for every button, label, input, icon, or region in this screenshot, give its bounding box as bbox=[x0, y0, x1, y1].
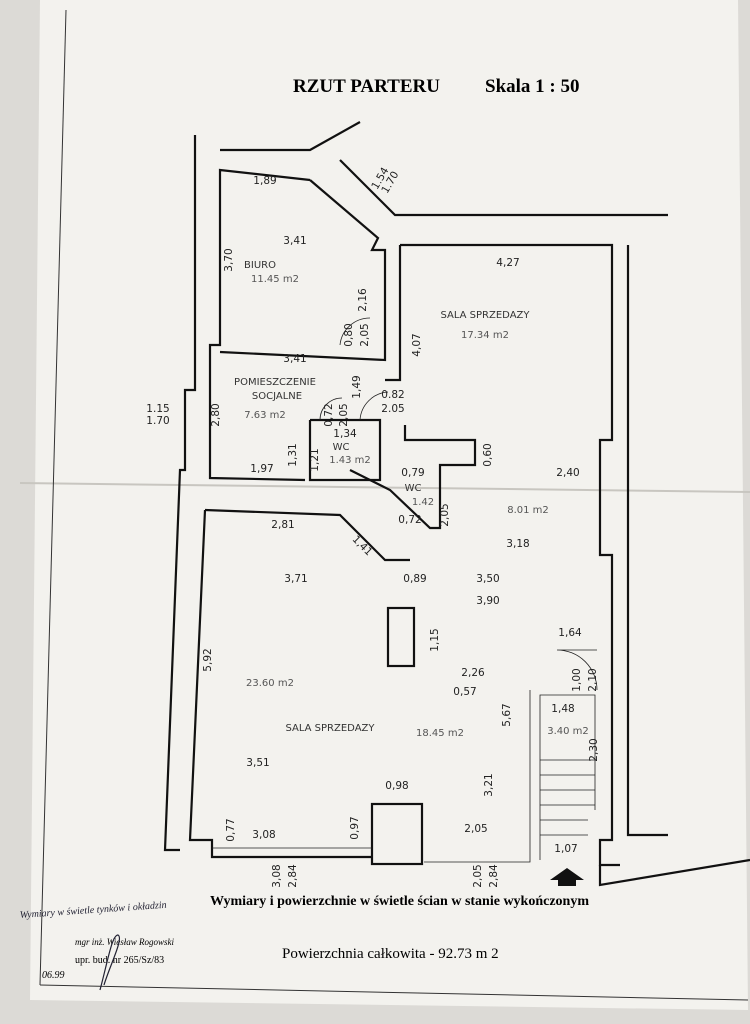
dimension-label: 3,41 bbox=[283, 353, 306, 365]
dimension-label: 0,97 bbox=[349, 816, 361, 839]
dimension-label: 2,16 bbox=[357, 288, 369, 312]
dimension-label: 2,05 bbox=[464, 823, 487, 835]
dimension-label: 0,60 bbox=[482, 443, 494, 466]
dimension-label: 0,79 bbox=[401, 467, 424, 479]
room-area: 11.45 m2 bbox=[251, 274, 299, 285]
room-area: 8.01 m2 bbox=[507, 505, 549, 516]
dimension-label: 1,48 bbox=[551, 703, 574, 715]
room-area: 1.43 m2 bbox=[329, 455, 371, 466]
opening-width: 0,72 bbox=[323, 403, 335, 426]
opening-height: 2,05 bbox=[359, 323, 371, 346]
opening-width: 3,08 bbox=[271, 864, 283, 887]
author: mgr inż. Wiesław Rogowski bbox=[75, 937, 175, 947]
room-name: SALA SPRZEDAZY bbox=[440, 310, 530, 321]
dimension-label: 5,67 bbox=[501, 703, 513, 726]
dimension-label: 1,21 bbox=[309, 448, 321, 471]
dimension-label: 0,72 bbox=[398, 514, 421, 526]
opening-height: 2.05 bbox=[381, 403, 404, 415]
dimension-label: 3,41 bbox=[283, 235, 306, 247]
opening-width: 1.15 bbox=[146, 403, 169, 415]
dimension-label: 1,49 bbox=[351, 375, 363, 398]
dimension-label: 3,71 bbox=[284, 573, 307, 585]
room-name: POMIESZCZENIE bbox=[234, 377, 316, 388]
room-area: 3.40 m2 bbox=[547, 726, 589, 737]
dimension-label: 3,70 bbox=[223, 248, 235, 271]
dimension-label: 1,15 bbox=[429, 628, 441, 651]
dimension-label: 1,89 bbox=[253, 175, 276, 187]
dimension-label: 3,08 bbox=[252, 829, 275, 841]
room-area: 18.45 m2 bbox=[416, 728, 464, 739]
signature bbox=[99, 934, 120, 991]
opening-width: 2,05 bbox=[472, 864, 484, 887]
opening-height: 2,05 bbox=[338, 403, 350, 426]
dimension-label: 0,98 bbox=[385, 780, 408, 792]
room-area: 7.63 m2 bbox=[244, 410, 286, 421]
room-name: SALA SPRZEDAZY bbox=[285, 723, 375, 734]
dimension-label: 3,21 bbox=[483, 773, 495, 796]
room-name: BIURO bbox=[244, 260, 276, 271]
dimension-label: 2,80 bbox=[210, 403, 222, 426]
room-name: WC bbox=[405, 483, 422, 494]
opening-height: 2,84 bbox=[287, 864, 299, 888]
dimension-label: 1,31 bbox=[287, 443, 299, 466]
room-area: 23.60 m2 bbox=[246, 678, 294, 689]
plan-title: RZUT PARTERU bbox=[293, 76, 440, 97]
dimension-label: 3,50 bbox=[476, 573, 499, 585]
paper bbox=[30, 0, 748, 1010]
door-swing bbox=[359, 391, 389, 421]
border-left bbox=[39, 9, 67, 986]
opening-width: 1,00 bbox=[571, 668, 583, 691]
dimension-label: 1,07 bbox=[554, 843, 577, 855]
walls bbox=[163, 121, 750, 887]
dimension-label: 2,05 bbox=[439, 503, 451, 526]
dimension-label: 5,92 bbox=[202, 648, 214, 671]
dimension-label: 2,26 bbox=[461, 667, 485, 679]
opening-width: 0.82 bbox=[381, 389, 404, 401]
handwritten-date: 06.99 bbox=[42, 970, 65, 981]
dimension-label: 2,81 bbox=[271, 519, 294, 531]
door-swing bbox=[339, 317, 371, 346]
dimension-label: 2,40 bbox=[556, 467, 579, 479]
door-swing bbox=[319, 397, 343, 421]
opening-height: 1.70 bbox=[146, 415, 169, 427]
border-bottom bbox=[39, 984, 749, 1001]
entrance-arrow-icon bbox=[550, 868, 584, 886]
room-name: WC bbox=[333, 442, 350, 453]
license: upr. bud. nr 265/Sz/83 bbox=[75, 955, 164, 966]
dimension-label: 0,57 bbox=[453, 686, 476, 698]
room-name: SOCJALNE bbox=[252, 391, 302, 402]
opening-height: 2,10 bbox=[587, 668, 599, 691]
plan-scale: Skala 1 : 50 bbox=[485, 76, 580, 97]
counter bbox=[370, 802, 424, 866]
dimension-label: 1,64 bbox=[558, 627, 582, 639]
dimension-label: 3,90 bbox=[476, 595, 499, 607]
dimension-label: 0,89 bbox=[403, 573, 426, 585]
dimension-label: 4,27 bbox=[496, 257, 519, 269]
dimension-label: 0,77 bbox=[225, 818, 237, 841]
column bbox=[386, 606, 416, 668]
stairs bbox=[540, 759, 595, 836]
dimension-label: 3,51 bbox=[246, 757, 269, 769]
caption: Wymiary i powierzchnie w świetle ścian w… bbox=[210, 894, 589, 909]
room-area: 1.42 bbox=[412, 497, 434, 508]
room-area: 17.34 m2 bbox=[461, 330, 509, 341]
door-swing bbox=[556, 649, 598, 691]
opening-height: 2,84 bbox=[488, 864, 500, 888]
total-area: Powierzchnia całkowita - 92.73 m 2 bbox=[282, 946, 499, 962]
dimension-label: 3,18 bbox=[506, 538, 529, 550]
dimension-label: 4,07 bbox=[411, 333, 423, 356]
opening-width: 0,80 bbox=[343, 323, 355, 346]
dimension-label: 1,34 bbox=[333, 428, 357, 440]
dimension-label: 1,97 bbox=[250, 463, 273, 475]
dimension-label: 2,30 bbox=[588, 738, 600, 761]
